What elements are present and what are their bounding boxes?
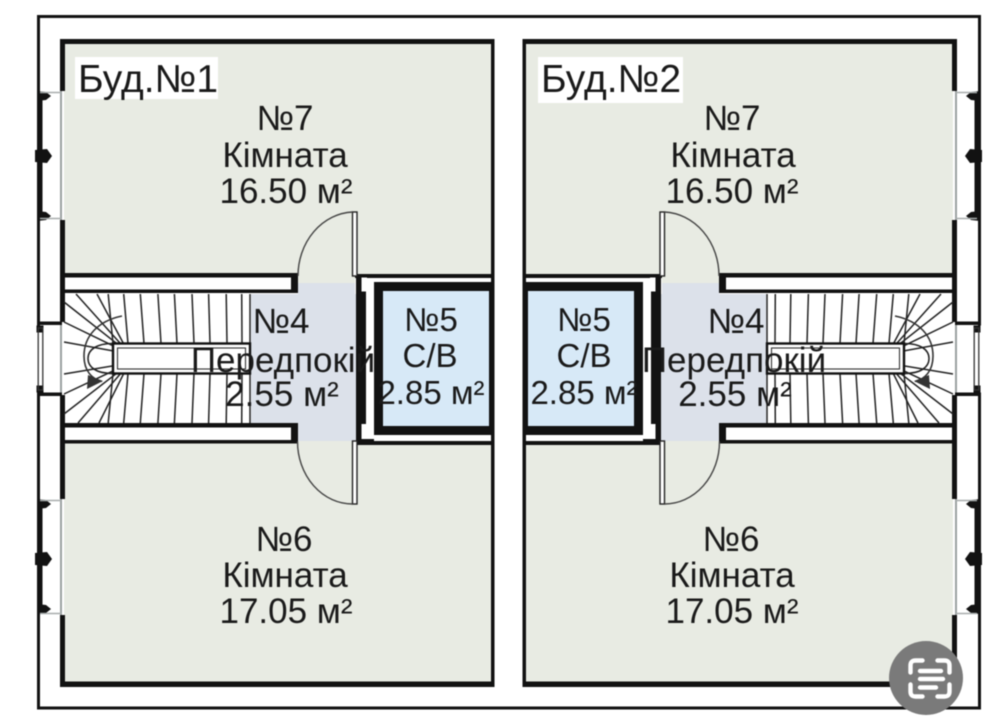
- svg-text:2.55 м²: 2.55 м²: [678, 375, 792, 414]
- svg-text:С/В: С/В: [556, 337, 611, 374]
- svg-text:Передпокій: Передпокій: [642, 341, 826, 380]
- svg-text:16.50 м²: 16.50 м²: [219, 172, 352, 211]
- svg-text:№7: №7: [703, 99, 760, 138]
- svg-text:17.05 м²: 17.05 м²: [219, 592, 352, 631]
- svg-text:№6: №6: [255, 520, 312, 559]
- svg-text:16.50 м²: 16.50 м²: [665, 172, 798, 211]
- svg-text:№4: №4: [707, 302, 764, 341]
- svg-text:Буд.№1: Буд.№1: [78, 58, 218, 101]
- svg-text:№4: №4: [252, 302, 309, 341]
- svg-text:№5: №5: [404, 301, 458, 338]
- svg-text:2.85 м²: 2.85 м²: [530, 374, 637, 411]
- svg-text:Кімната: Кімната: [669, 556, 795, 595]
- svg-text:Кімната: Кімната: [222, 136, 348, 175]
- svg-text:№7: №7: [256, 99, 313, 138]
- svg-text:Кімната: Кімната: [222, 556, 348, 595]
- svg-text:№5: №5: [557, 301, 611, 338]
- svg-text:С/В: С/В: [402, 337, 457, 374]
- svg-text:2.55 м²: 2.55 м²: [225, 375, 339, 414]
- svg-text:№6: №6: [702, 520, 759, 559]
- svg-text:Буд.№2: Буд.№2: [541, 58, 681, 101]
- svg-text:2.85 м²: 2.85 м²: [377, 374, 484, 411]
- svg-text:Передпокій: Передпокій: [191, 341, 375, 380]
- svg-text:Кімната: Кімната: [670, 136, 796, 175]
- svg-text:17.05 м²: 17.05 м²: [665, 592, 798, 631]
